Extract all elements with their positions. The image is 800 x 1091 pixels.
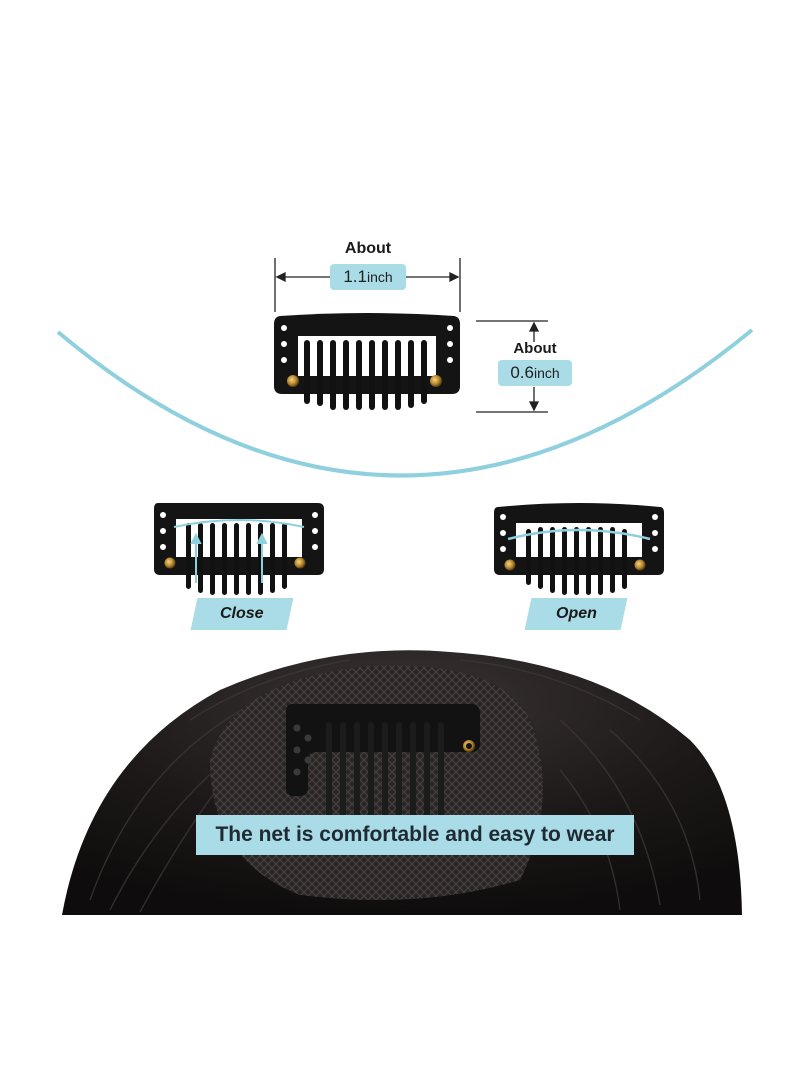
width-unit: inch bbox=[366, 269, 393, 285]
clip-large bbox=[274, 313, 460, 410]
clip-open bbox=[494, 503, 664, 595]
decorative-arc bbox=[56, 328, 754, 478]
close-state-tag: Close bbox=[190, 598, 294, 630]
open-state-tag: Open bbox=[524, 598, 628, 630]
width-about-label: About bbox=[344, 240, 392, 257]
comfort-banner: The net is comfortable and easy to wear bbox=[196, 815, 634, 855]
height-value: 0.6 bbox=[510, 363, 534, 382]
hair-bangs-photo bbox=[62, 650, 742, 915]
height-dimension-lines bbox=[476, 320, 548, 413]
close-state-label: Close bbox=[220, 605, 264, 622]
open-state-label: Open bbox=[555, 605, 597, 622]
clip-closed bbox=[154, 503, 324, 595]
width-value: 1.1 bbox=[343, 267, 367, 286]
clip-in-hair bbox=[286, 704, 480, 826]
height-about-label: About bbox=[513, 340, 557, 357]
width-dimension-lines bbox=[274, 258, 461, 312]
height-unit: inch bbox=[533, 365, 560, 381]
